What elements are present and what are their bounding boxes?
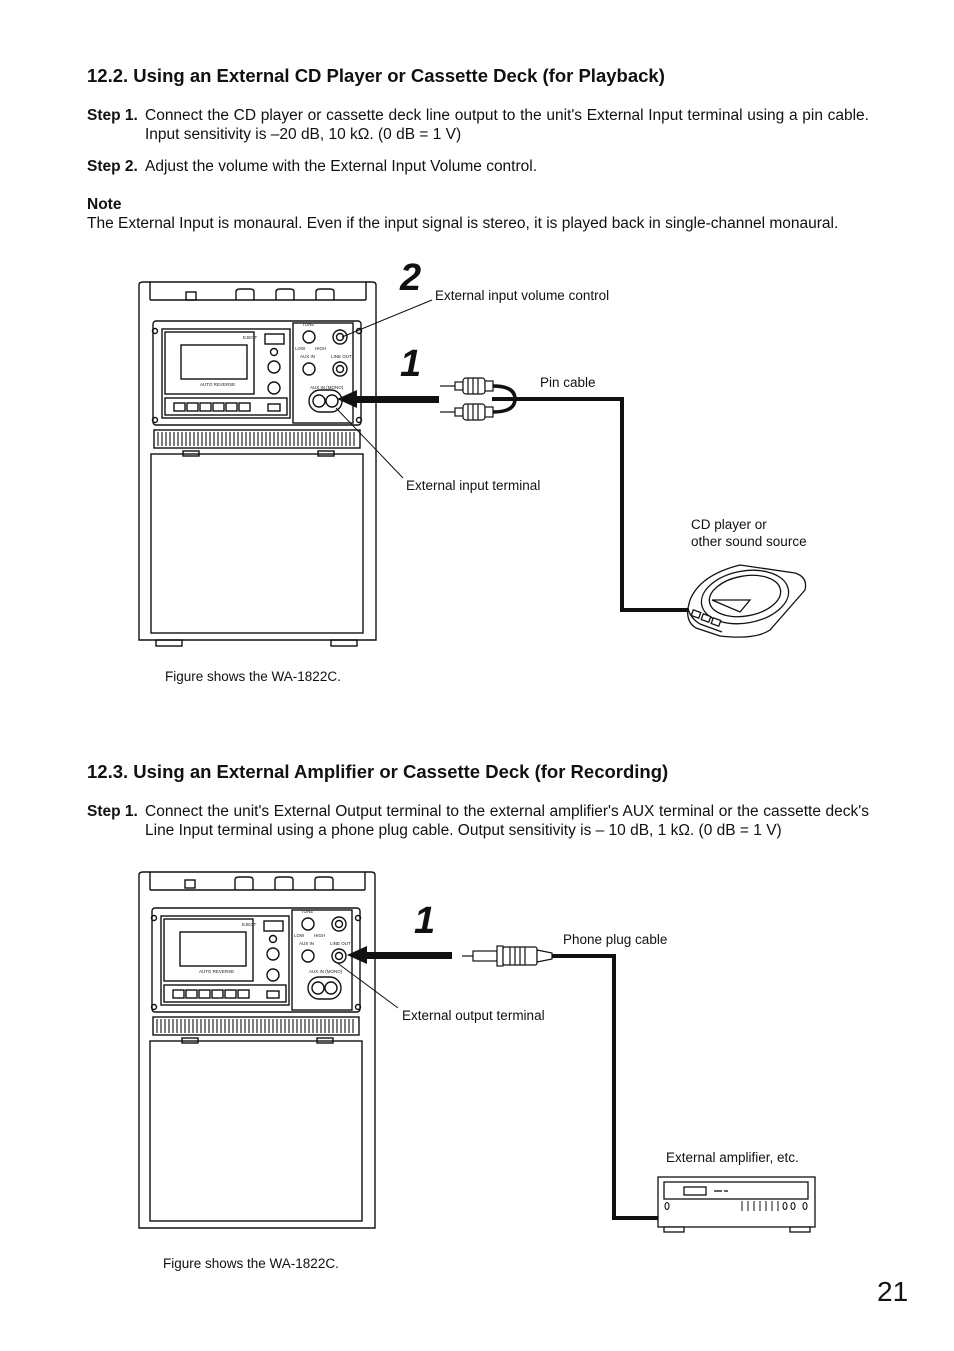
panel-line-out-label: LINE OUT [330, 941, 351, 946]
label-external-amplifier: External amplifier, etc. [666, 1150, 799, 1165]
step-1-playback: Step 1. Connect the CD player or cassett… [87, 106, 869, 144]
note-heading: Note [87, 196, 122, 213]
callout-number-2: 2 [400, 257, 422, 299]
page-number: 21 [877, 1276, 909, 1307]
label-phone-plug-cable: Phone plug cable [563, 932, 668, 947]
step-label: Step 2. [87, 158, 138, 175]
label-cd-player-line2: other sound source [691, 534, 807, 549]
note-text: The External Input is monaural. Even if … [87, 215, 839, 232]
panel-low-label: LOW [295, 346, 306, 351]
step-text: Adjust the volume with the External Inpu… [145, 158, 538, 175]
panel-low-label: LOW [294, 933, 305, 938]
label-external-output-terminal: External output terminal [402, 1008, 545, 1023]
label-cd-player: CD player or other sound source [691, 516, 807, 550]
panel-aux-in-mono-label: AUX IN (MONO) [309, 969, 343, 974]
step-label: Step 1. [87, 107, 138, 124]
step-2-playback: Step 2. Adjust the volume with the Exter… [87, 157, 869, 176]
panel-aux-in-label: AUX IN [300, 354, 315, 359]
panel-aux-in-mono-label: AUX IN (MONO) [310, 385, 344, 390]
callout-number-1: 1 [400, 343, 422, 385]
figure-caption-recording: Figure shows the WA-1822C. [163, 1256, 339, 1271]
panel-tone-label: TONE [301, 909, 313, 914]
panel-eject-label: EJECT [242, 922, 257, 927]
panel-auto-reverse-label: AUTO REVERSE [199, 969, 234, 974]
section-heading-playback: 12.2. Using an External CD Player or Cas… [87, 65, 665, 86]
step-text: Connect the CD player or cassette deck l… [145, 107, 869, 143]
step-label: Step 1. [87, 803, 138, 820]
figure-caption-playback: Figure shows the WA-1822C. [165, 669, 341, 684]
step-text: Connect the unit's External Output termi… [145, 803, 869, 839]
label-external-input-volume: External input volume control [435, 288, 610, 303]
step-1-recording: Step 1. Connect the unit's External Outp… [87, 802, 869, 840]
label-cd-player-line1: CD player or [691, 517, 767, 532]
label-external-input-terminal: External input terminal [406, 478, 541, 493]
panel-auto-reverse-label: AUTO REVERSE [200, 382, 235, 387]
panel-aux-in-label: AUX IN [299, 941, 314, 946]
panel-tone-label: TONE [302, 322, 314, 327]
section-heading-recording: 12.3. Using an External Amplifier or Cas… [87, 761, 669, 782]
panel-line-out-label: LINE OUT [331, 354, 352, 359]
label-pin-cable: Pin cable [540, 375, 596, 390]
panel-high-label: HIGH [314, 933, 325, 938]
panel-eject-label: EJECT [243, 335, 258, 340]
panel-high-label: HIGH [315, 346, 326, 351]
callout-number-1-recording: 1 [414, 900, 436, 942]
